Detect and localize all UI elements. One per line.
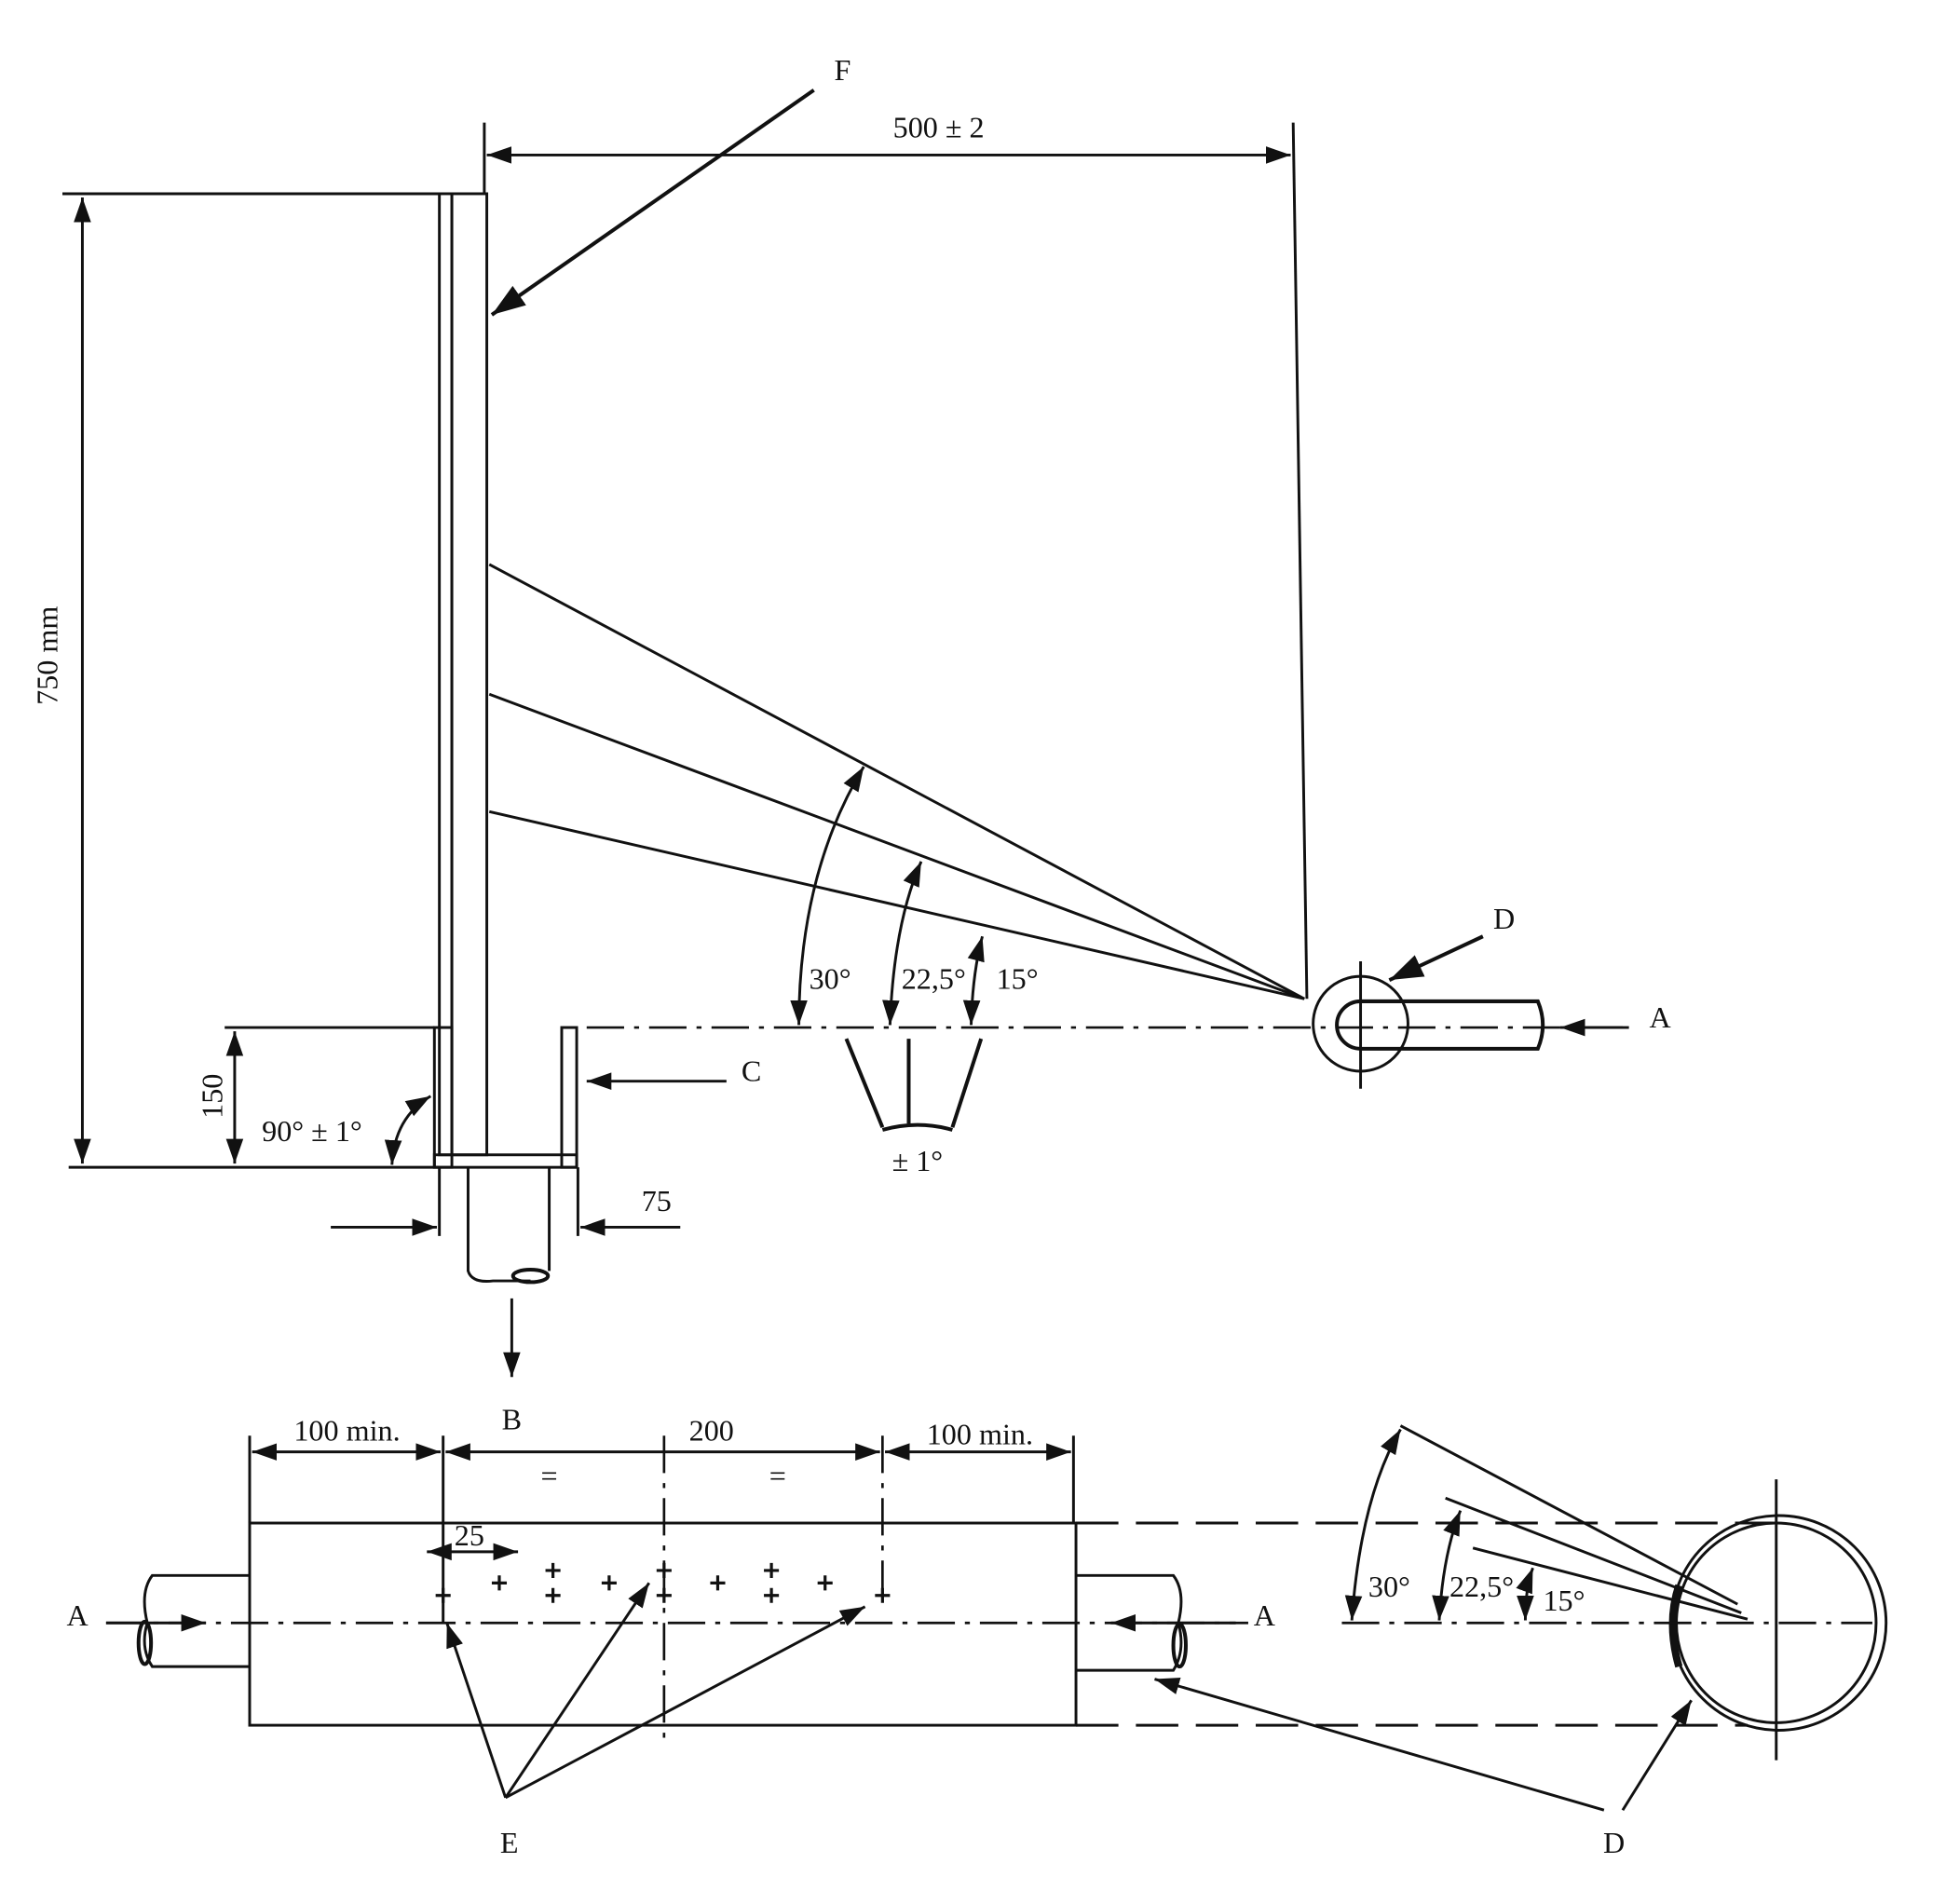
label-D-top: D [1493, 902, 1515, 935]
test-point-cross [545, 1587, 561, 1603]
dimension-500: 500 ± 2 [483, 111, 1309, 1000]
test-point-cross [875, 1587, 891, 1603]
dimension-150-label: 150 [196, 1074, 229, 1119]
dimension-150: 150 90° ± 1° [196, 1026, 435, 1165]
dimension-75: 75 [331, 1167, 681, 1236]
test-point-cross [764, 1587, 780, 1603]
nozzle-side-view: 30° 22,5° 15° [1341, 1424, 1888, 1761]
dimension-750: 750 mm [31, 192, 440, 1169]
sample-holder-front-view: 100 min. 200 100 min. = = 25 [105, 1414, 1773, 1738]
equal-left: = [541, 1459, 558, 1492]
test-point-cross [656, 1562, 672, 1578]
dimension-right-100: 100 min. [927, 1418, 1033, 1451]
label-A-top: A [1650, 1000, 1671, 1034]
spray-rays [488, 563, 1305, 1000]
angle-90-label: 90° ± 1° [262, 1114, 362, 1148]
dimension-left-100: 100 min. [293, 1414, 400, 1448]
label-A-right: A [1254, 1598, 1275, 1632]
side-angle-15: 15° [1543, 1584, 1585, 1617]
tolerance-label: ± 1° [892, 1144, 944, 1177]
label-B: B [502, 1403, 522, 1436]
angle-22-5-label: 22,5° [902, 962, 966, 996]
label-C: C [742, 1054, 761, 1088]
equal-right: = [769, 1459, 786, 1492]
test-point-cross [601, 1575, 617, 1591]
test-point-cross [435, 1587, 451, 1603]
test-point-cross [656, 1587, 672, 1603]
nozzle-D-top: D A [1312, 902, 1671, 1089]
dimension-25: 25 [455, 1518, 484, 1552]
dimension-500-label: 500 ± 2 [893, 111, 985, 144]
dimension-75-label: 75 [642, 1184, 672, 1217]
test-point-cross [817, 1575, 833, 1591]
label-A-left: A [66, 1598, 88, 1632]
tolerance-1-deg: ± 1° [844, 1038, 984, 1177]
label-D-bottom-text: D [1603, 1826, 1625, 1859]
side-angle-30: 30° [1368, 1570, 1410, 1603]
side-angle-22-5: 22,5° [1449, 1570, 1514, 1603]
test-point-cross [545, 1562, 561, 1578]
angle-arcs-top: 30° 22,5° 15° [790, 766, 1039, 1026]
test-points [435, 1562, 891, 1603]
sample-plate [438, 192, 489, 1157]
label-E-text: E [500, 1826, 519, 1859]
angle-15-label: 15° [997, 962, 1039, 996]
label-F-text: F [835, 53, 851, 87]
test-point-cross [491, 1575, 508, 1591]
label-F: F [490, 53, 851, 317]
pipes-front-view: A A [66, 1573, 1275, 1672]
angle-30-label: 30° [810, 962, 851, 996]
dimension-200: 200 [689, 1414, 734, 1448]
test-point-cross [764, 1562, 780, 1578]
test-point-cross [710, 1575, 726, 1591]
holder-C: C [432, 1026, 761, 1169]
label-E: E [445, 1582, 866, 1859]
dimension-750-label: 750 mm [31, 606, 64, 705]
label-D-bottom: D [1154, 1678, 1693, 1859]
holder-pipe: B [467, 1167, 551, 1436]
